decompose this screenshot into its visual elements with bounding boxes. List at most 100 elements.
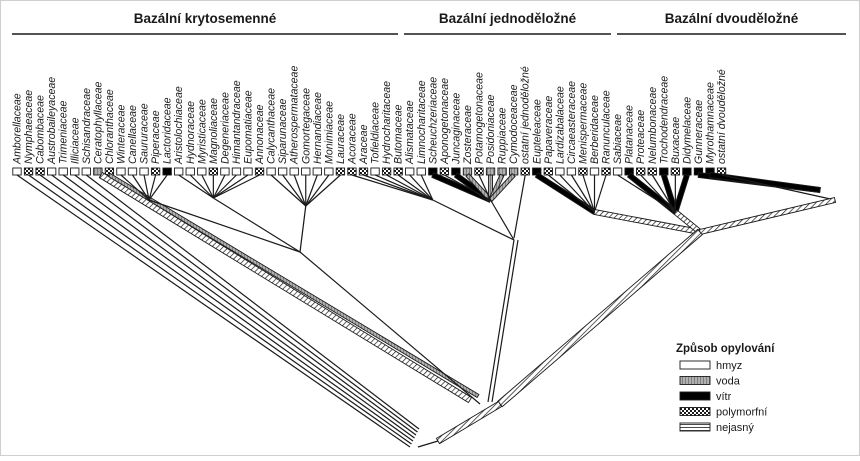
eudicot-stem — [497, 228, 703, 408]
magnoliid-branch — [305, 174, 318, 207]
magnoliid-branch — [212, 174, 226, 199]
taxon-label: Papaveraceae — [543, 96, 555, 164]
taxon-label: Ranunculaceae — [601, 90, 613, 164]
root-stem — [417, 440, 439, 448]
chloranthaceae-lineage — [107, 172, 480, 399]
pollination-box-hmyz — [185, 167, 195, 176]
taxon-label: Nymphaeaceae — [23, 90, 35, 164]
monocot-stem — [487, 239, 515, 403]
monocot-branch — [351, 174, 433, 201]
basal-lineage — [39, 174, 414, 442]
taxon-label: Saururaceae — [139, 103, 151, 164]
pollination-box-polymorfni — [578, 167, 588, 176]
magnoliid-branch — [131, 174, 150, 201]
legend-swatch-vitr — [679, 391, 711, 401]
pollination-box-hmyz — [301, 167, 311, 176]
eudicot-branch — [570, 174, 596, 213]
magnoliid-branch — [143, 174, 150, 201]
legend-title: Způsob opylování — [676, 343, 775, 355]
pollination-box-polymorfni — [474, 167, 484, 176]
taxon-label: Myrothamnaceae — [705, 82, 717, 164]
pollination-box-hmyz — [405, 167, 415, 176]
pollination-box-voda — [462, 167, 473, 176]
taxon-label: Menispermaceae — [577, 83, 589, 164]
pollination-box-vitr — [162, 167, 172, 176]
pollination-box-polymorfni — [347, 167, 357, 176]
magnoliid-branch — [201, 174, 214, 199]
monocot-branch — [420, 174, 434, 201]
magnoliid-branch — [189, 174, 214, 199]
magnoliid-branch — [270, 174, 307, 207]
taxon-label: Berberidaceae — [589, 95, 601, 164]
pollination-box-voda — [485, 167, 496, 176]
taxon-label: Lardizabalaceae — [554, 86, 566, 164]
pollination-box-hmyz — [12, 167, 22, 176]
legend-label: polymorfní — [716, 407, 767, 419]
taxon-label: Atherospermataceae — [289, 66, 301, 165]
pollination-box-vitr — [682, 167, 692, 176]
magnoliid-branch — [305, 174, 330, 207]
monocot-branch — [444, 174, 491, 201]
pollination-box-polymorfni — [150, 167, 161, 176]
legend-swatch-hmyz — [679, 360, 711, 370]
eudicot-branch — [559, 174, 595, 213]
magnoliid-branch — [213, 174, 249, 199]
basal-lineage — [51, 174, 415, 439]
pollination-boxes — [12, 167, 727, 176]
taxon-label: Amborellaceae — [12, 93, 24, 165]
eudicot-stem — [698, 197, 837, 235]
pollination-box-hmyz — [220, 167, 230, 176]
pollination-box-hmyz — [116, 167, 126, 176]
taxon-label: Canellaceae — [127, 105, 139, 164]
taxon-label: Monimiaceae — [323, 101, 335, 164]
branch — [432, 199, 515, 241]
taxon-label: Hydrocharitaceae — [381, 81, 393, 164]
legend-label: hmyz — [716, 360, 742, 372]
pollination-box-polymorfni — [381, 167, 392, 176]
pollination-box-polymorfni — [670, 167, 681, 176]
taxon-label: ostatní dvouděložné — [716, 69, 728, 164]
pollination-box-polymorfni — [254, 167, 265, 176]
pollination-box-hmyz — [266, 167, 276, 176]
pollination-box-polymorfni — [647, 167, 657, 176]
eudicot-wind-branch — [534, 172, 597, 215]
pollination-box-hmyz — [231, 167, 242, 176]
pollination-box-hmyz — [566, 167, 577, 176]
pollination-box-hmyz — [278, 167, 288, 176]
magnoliid-stem — [299, 251, 481, 405]
taxon-label: Scheuchzeriaceae — [427, 77, 439, 164]
eudicot-branch — [593, 174, 607, 213]
pollination-box-hmyz — [70, 167, 80, 176]
group-title: Bazální dvouděložné — [665, 11, 799, 26]
pollination-box-polymorfni — [393, 167, 403, 176]
legend-label: voda — [716, 376, 741, 388]
taxon-label: Araceae — [358, 124, 370, 165]
group-title: Bazální krytosemenné — [134, 11, 277, 26]
taxon-label: Sabiaceae — [612, 114, 624, 164]
taxon-label: Magnoliaceae — [208, 98, 220, 164]
taxon-label: Hydnoraceae — [185, 101, 197, 164]
monocot-branch — [386, 174, 434, 201]
legend-swatch-polymorfni — [679, 407, 711, 416]
taxon-label: Zosteraceae — [462, 105, 474, 165]
taxon-label: Ruppiaceae — [497, 107, 509, 164]
taxon-label: Hernandiaceae — [312, 92, 324, 164]
pollination-box-hmyz — [555, 167, 565, 176]
taxon-label: Calycanthaceae — [266, 88, 278, 164]
branch — [148, 199, 301, 253]
taxon-label: Trochodendraceae — [658, 76, 670, 164]
basal-lineage — [16, 174, 411, 448]
taxon-label: Myristicaceae — [196, 99, 208, 164]
pollination-box-voda — [497, 167, 507, 176]
pollination-box-hmyz — [174, 167, 184, 176]
pollination-box-hmyz — [612, 167, 623, 176]
taxon-label: Butomaceae — [393, 104, 405, 164]
taxon-label: Trimeniaceae — [58, 101, 70, 164]
magnoliid-branch — [213, 174, 260, 199]
pollination-box-polymorfni — [358, 167, 369, 176]
taxon-label: Winteraceae — [115, 105, 127, 164]
legend-label: nejasný — [716, 422, 754, 434]
legend-swatch-nejasny — [679, 422, 711, 432]
